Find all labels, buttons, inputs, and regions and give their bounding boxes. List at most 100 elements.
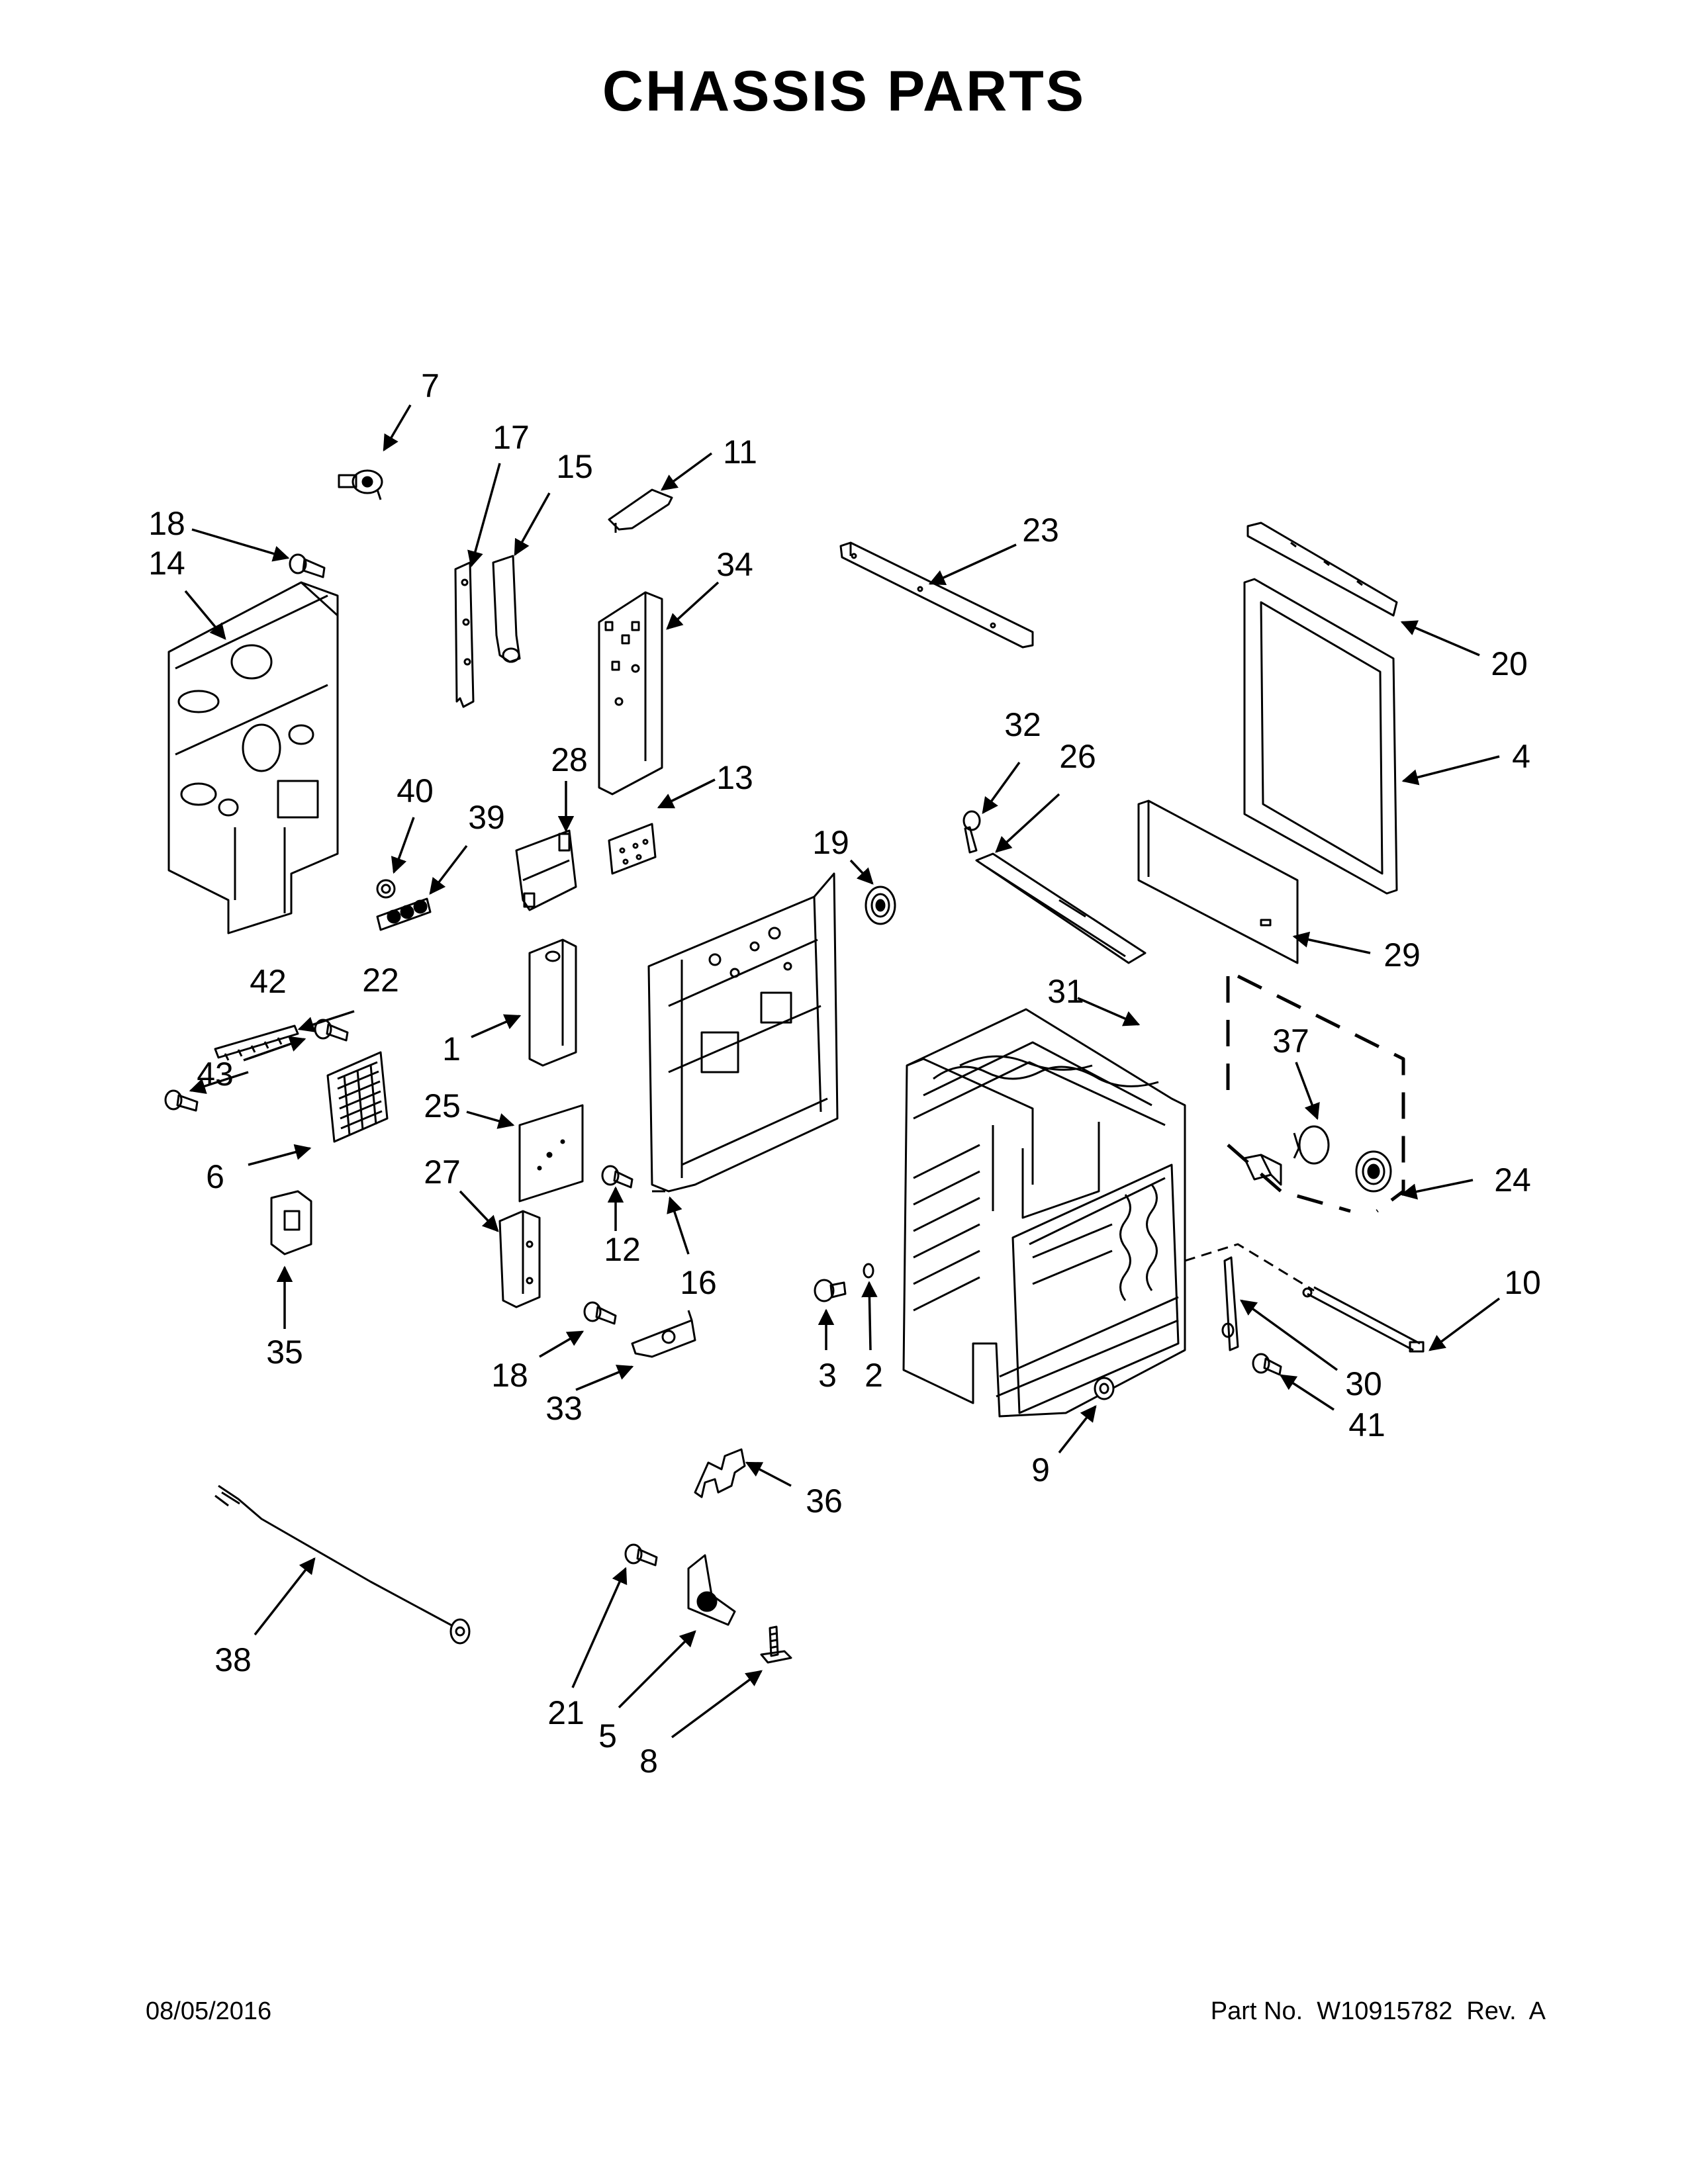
part-35-drawing xyxy=(270,1190,312,1255)
callout-23: 23 xyxy=(1022,512,1059,549)
callout-18b: 18 xyxy=(491,1357,528,1394)
part-24-enclosure xyxy=(1226,974,1405,1213)
leader-16 xyxy=(667,1196,690,1255)
leader-10 xyxy=(1429,1297,1501,1351)
part-28-drawing xyxy=(515,829,577,911)
part-6-drawing xyxy=(326,1051,389,1143)
callout-16: 16 xyxy=(680,1264,717,1301)
leader-34 xyxy=(666,581,720,630)
leader-42 xyxy=(189,1071,249,1094)
callout-42: 42 xyxy=(250,963,287,1000)
part-31-drawing xyxy=(902,1008,1186,1418)
part-2-drawing xyxy=(863,1263,874,1279)
callout-21: 21 xyxy=(547,1694,585,1731)
callout-34: 34 xyxy=(716,546,753,583)
part-19-drawing xyxy=(865,886,896,925)
callout-28: 28 xyxy=(551,741,588,778)
callout-30: 30 xyxy=(1345,1365,1382,1402)
callout-41: 41 xyxy=(1348,1406,1385,1443)
callout-32: 32 xyxy=(1004,706,1041,743)
leader-23 xyxy=(928,543,1017,586)
callout-20: 20 xyxy=(1491,645,1528,682)
part-4-drawing xyxy=(1243,578,1398,895)
part-8-drawing xyxy=(760,1625,792,1664)
part-23-drawing xyxy=(839,541,1034,649)
leader-27 xyxy=(459,1190,499,1232)
leader-41 xyxy=(1279,1374,1335,1411)
leader-38 xyxy=(254,1557,316,1636)
callout-12: 12 xyxy=(604,1231,641,1268)
part-14-drawing xyxy=(167,581,339,934)
callout-14: 14 xyxy=(148,545,185,582)
leader-33 xyxy=(575,1365,634,1391)
part-10-drawing xyxy=(1302,1286,1425,1353)
leader-26 xyxy=(995,793,1060,853)
callout-5: 5 xyxy=(598,1717,617,1754)
callout-1: 1 xyxy=(442,1030,461,1068)
callout-10: 10 xyxy=(1504,1264,1541,1301)
callout-15: 15 xyxy=(556,448,593,485)
part-32-drawing xyxy=(962,810,981,854)
leader-25 xyxy=(466,1111,515,1129)
part-18a-drawing xyxy=(289,553,326,578)
leader-31 xyxy=(1077,997,1141,1026)
callout-2: 2 xyxy=(865,1357,883,1394)
part-21-drawing xyxy=(624,1543,658,1567)
part-33-drawing xyxy=(631,1310,696,1358)
leader-43 xyxy=(243,1036,306,1062)
part-16-drawing xyxy=(647,872,839,1193)
leader-18a xyxy=(191,528,290,562)
callout-25: 25 xyxy=(424,1087,461,1124)
leader-18b xyxy=(539,1330,585,1358)
callout-22: 22 xyxy=(362,962,399,999)
leader-22 xyxy=(297,1010,355,1032)
callout-13: 13 xyxy=(716,759,753,796)
leader-1 xyxy=(471,1014,522,1038)
leader-29 xyxy=(1292,931,1371,954)
leader-8 xyxy=(671,1670,763,1739)
leader-2 xyxy=(861,1281,878,1351)
leader-9 xyxy=(1058,1405,1097,1454)
leader-13 xyxy=(657,778,716,809)
leader-36 xyxy=(745,1461,792,1487)
part-25-drawing xyxy=(518,1104,584,1203)
leader-5 xyxy=(618,1630,696,1709)
part-17-drawing xyxy=(454,561,475,708)
footer-date: 08/05/2016 xyxy=(146,1997,272,2025)
leader-40 xyxy=(391,817,415,874)
part-40-drawing xyxy=(376,879,396,899)
part-12-drawing xyxy=(601,1165,633,1189)
part-18b-drawing xyxy=(583,1301,617,1325)
callout-40: 40 xyxy=(397,772,434,809)
callout-24: 24 xyxy=(1494,1161,1531,1199)
leader-17 xyxy=(467,463,501,568)
leader-4 xyxy=(1401,755,1500,786)
part-20-drawing xyxy=(1246,522,1398,617)
callout-19: 19 xyxy=(812,824,849,861)
leader-39 xyxy=(429,844,468,895)
part-13-drawing xyxy=(608,823,657,875)
part-37-drawing xyxy=(1243,1125,1392,1193)
part-9-drawing xyxy=(1094,1377,1115,1400)
leader-14 xyxy=(184,590,226,640)
leader-32 xyxy=(982,761,1021,814)
part-41-drawing xyxy=(1252,1353,1282,1376)
callout-37: 37 xyxy=(1272,1023,1309,1060)
part-5-drawing xyxy=(687,1554,736,1626)
page-title: CHASSIS PARTS xyxy=(602,60,1086,123)
part-11-drawing xyxy=(608,488,673,533)
callout-9: 9 xyxy=(1031,1451,1050,1488)
part-30-drawing xyxy=(1184,1243,1315,1351)
callout-31: 31 xyxy=(1047,973,1084,1010)
callout-36: 36 xyxy=(806,1482,843,1520)
part-36-drawing xyxy=(694,1448,746,1498)
part-42-drawing xyxy=(164,1089,199,1112)
leader-37 xyxy=(1295,1062,1320,1120)
callout-43: 43 xyxy=(197,1056,234,1093)
leader-30 xyxy=(1240,1299,1338,1371)
leader-11 xyxy=(661,452,713,491)
callout-17: 17 xyxy=(492,419,530,456)
callout-27: 27 xyxy=(424,1154,461,1191)
part-38-drawing xyxy=(214,1484,471,1645)
